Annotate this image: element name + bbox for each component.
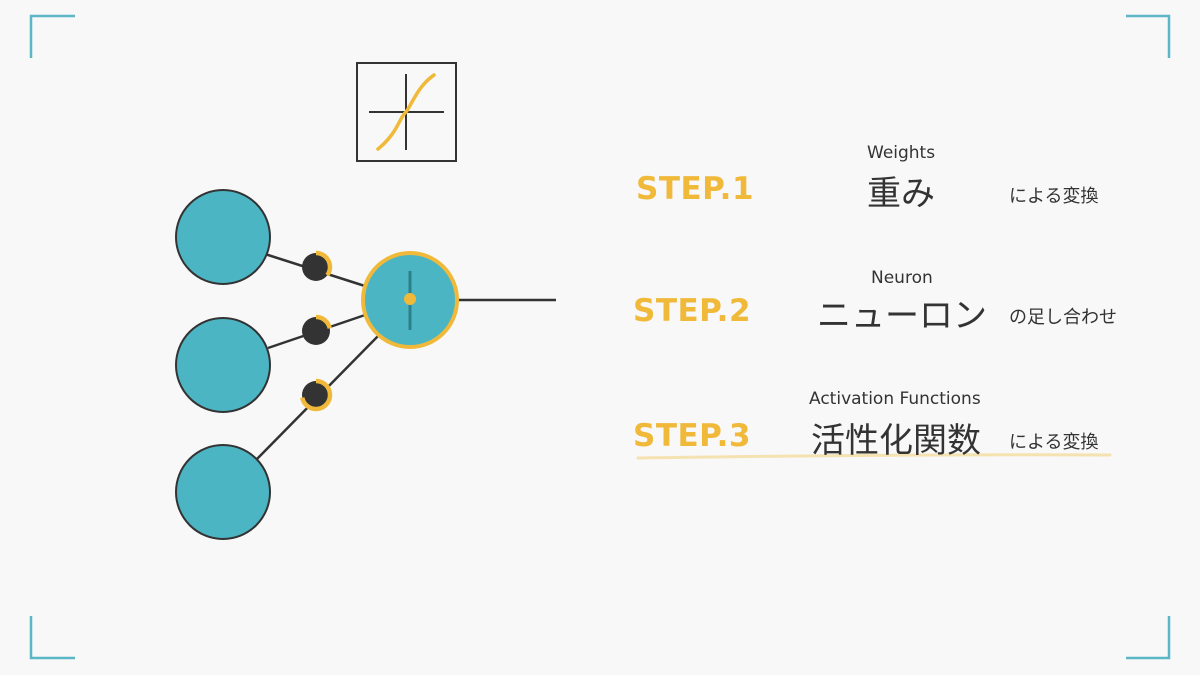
corner-brackets — [29, 14, 1171, 660]
step1-tail: による変換 — [1009, 186, 1099, 207]
step2-main: ニューロン — [817, 296, 987, 336]
weight-dial-1 — [302, 250, 333, 281]
step2-label: STEP.2 — [633, 293, 752, 329]
step2-sub: Neuron — [871, 268, 933, 288]
corner-bottom-left — [29, 616, 75, 660]
step3-main: 活性化関数 — [811, 421, 981, 461]
step2-tail: の足し合わせ — [1009, 307, 1117, 328]
corner-top-right — [1126, 14, 1171, 58]
corner-bottom-right — [1126, 616, 1171, 660]
input-neuron-3 — [175, 444, 271, 540]
output-neuron — [361, 251, 459, 349]
activation-function-icon — [356, 62, 457, 162]
weight-arc-1 — [315, 250, 333, 277]
weight-arc-2 — [315, 314, 332, 329]
step3-underline — [636, 453, 1112, 460]
step3-sub: Activation Functions — [809, 389, 981, 409]
weight-arc-3 — [300, 378, 333, 412]
corner-top-left — [29, 14, 75, 58]
weight-dial-3 — [300, 378, 333, 412]
input-neuron-1 — [175, 189, 271, 285]
step1-sub: Weights — [867, 143, 936, 163]
step3-tail: による変換 — [1009, 432, 1099, 453]
step1-label: STEP.1 — [636, 171, 755, 207]
input-neuron-2 — [175, 317, 271, 413]
step1-main: 重み — [867, 174, 935, 214]
weight-dial-2 — [302, 314, 332, 345]
step3-label: STEP.3 — [633, 418, 752, 454]
